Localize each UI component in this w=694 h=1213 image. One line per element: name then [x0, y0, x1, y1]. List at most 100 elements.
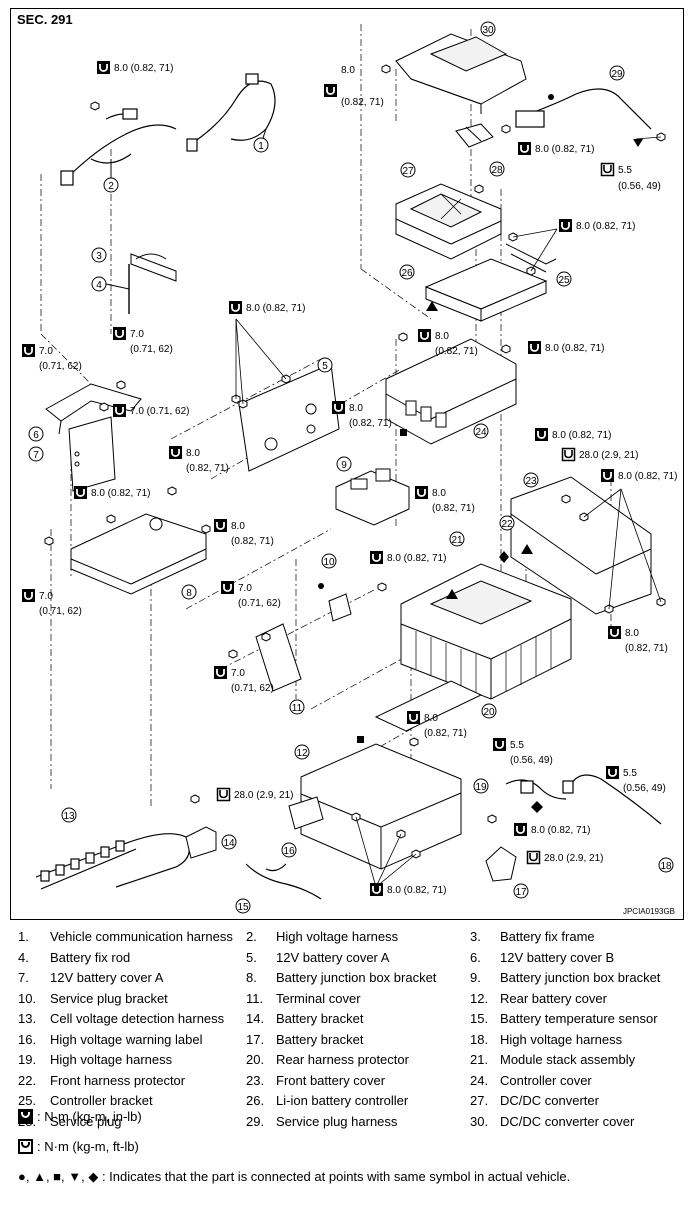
svg-text:5.5: 5.5: [510, 740, 524, 751]
part-number: 4.: [18, 949, 29, 965]
svg-text:8.0 (0.82, 71): 8.0 (0.82, 71): [618, 471, 677, 482]
part-callout-19: 19: [473, 778, 489, 794]
part-19-high-voltage-harness: [505, 779, 567, 800]
part-callout-23: 23: [523, 472, 539, 488]
svg-text:(0.82, 71): (0.82, 71): [424, 728, 467, 739]
svg-text:8.0 (0.82, 71): 8.0 (0.82, 71): [531, 825, 590, 836]
torque-callout: 8.0(0.82, 71): [168, 445, 229, 474]
legend-symbols-note: ●, ▲, ■, ▼, ◆ : Indicates that the part …: [18, 1169, 571, 1184]
svg-text:4: 4: [96, 280, 102, 291]
part-number: 18.: [470, 1031, 489, 1047]
svg-text:11: 11: [292, 703, 303, 714]
part-number: 25.: [18, 1093, 37, 1108]
part-number: 27.: [470, 1093, 489, 1108]
part-callout-9: 9: [336, 456, 352, 472]
svg-text:8.0: 8.0: [424, 713, 438, 724]
part-number: 8.: [246, 970, 257, 985]
part-number: 23.: [246, 1072, 265, 1088]
torque-callouts: 8.0 (0.82, 71) 8.0(0.82, 71) 8.0 (0.82, …: [21, 60, 677, 897]
svg-text:(0.71, 62): (0.71, 62): [130, 344, 173, 355]
part-callout-30: 30: [480, 21, 496, 37]
part-name: Service plug harness: [276, 1113, 398, 1129]
svg-text:5.5: 5.5: [618, 165, 632, 176]
part-callout-29: 29: [609, 65, 625, 81]
svg-text:8.0 (0.82, 71): 8.0 (0.82, 71): [552, 430, 611, 441]
part-29-service-plug-harness: [515, 88, 652, 130]
svg-text:(0.82, 71): (0.82, 71): [186, 463, 229, 474]
svg-text:9: 9: [341, 460, 347, 471]
figure-reference: JPCIA0193GB: [622, 907, 675, 916]
torque-callout: 8.0(0.82, 71): [323, 65, 384, 108]
part-11-terminal-cover: [255, 623, 302, 692]
part-name: Front harness protector: [50, 1072, 186, 1088]
part-callout-11: 11: [289, 699, 305, 715]
part-callout-25: 25: [556, 271, 572, 287]
part-24-controller-cover: [385, 338, 517, 445]
torque-callout: 8.0 (0.82, 71): [228, 300, 305, 315]
torque-callout: 8.0 (0.82, 71): [369, 882, 446, 897]
torque-callout: 7.0 (0.71, 62): [112, 326, 173, 355]
svg-text:15: 15: [237, 902, 249, 913]
part-number: 11.: [246, 990, 264, 1006]
part-1-vehicle-comm-harness: [186, 73, 276, 152]
legend-torque-ftlb: : N·m (kg-m, ft-lb): [18, 1139, 139, 1154]
part-26-liion-controller: [424, 258, 548, 322]
svg-text:(0.82, 71): (0.82, 71): [341, 97, 384, 108]
svg-text:8: 8: [186, 588, 192, 599]
part-7-12v-cover-a: [68, 416, 116, 492]
part-20-rear-harness-protector: [374, 680, 483, 732]
part-callout-5: 5: [317, 357, 333, 373]
part-number: 1.: [18, 929, 29, 944]
torque-callout: 28.0 (2.9, 21): [561, 447, 638, 462]
svg-text:8.0 (0.82, 71): 8.0 (0.82, 71): [91, 488, 150, 499]
svg-text:16: 16: [283, 846, 295, 857]
part-name: Li-ion battery controller: [276, 1093, 409, 1108]
torque-callout: 8.0 (0.82, 71): [600, 468, 677, 483]
bolts: [44, 64, 666, 859]
svg-text:(0.71, 62): (0.71, 62): [238, 598, 281, 609]
part-name: High voltage harness: [500, 1031, 623, 1047]
part-21-module-stack: [400, 563, 572, 700]
torque-callout: 5.5(0.56, 49): [492, 737, 553, 766]
torque-callout: 8.0 (0.82, 71): [558, 218, 635, 233]
svg-text:(0.82, 71): (0.82, 71): [231, 536, 274, 547]
connection-symbols: [318, 94, 643, 813]
part-name: High voltage harness: [276, 929, 399, 944]
part-name: 12V battery cover A: [276, 949, 390, 965]
part-3-battery-fix-frame: [130, 253, 177, 282]
svg-text:8.0 (0.82, 71): 8.0 (0.82, 71): [387, 553, 446, 564]
leader-lines: [235, 136, 662, 888]
svg-text:3: 3: [96, 251, 102, 262]
part-callout-16: 16: [281, 842, 297, 858]
diagram-frame: SEC. 291: [10, 8, 684, 920]
part-callout-27: 27: [400, 162, 416, 178]
svg-text:8.0 (0.82, 71): 8.0 (0.82, 71): [387, 885, 446, 896]
torque-callout: 7.0(0.71, 62): [213, 665, 274, 694]
part-callout-26: 26: [399, 264, 415, 280]
part-name: High voltage harness: [50, 1052, 173, 1067]
svg-text:14: 14: [223, 838, 235, 849]
part-17-battery-bracket: [485, 846, 517, 882]
svg-text:22: 22: [501, 519, 513, 530]
part-name: Service plug: [50, 1113, 122, 1129]
part-callout-17: 17: [513, 883, 529, 899]
part-number: 10.: [18, 990, 37, 1006]
part-number: 30.: [470, 1113, 489, 1129]
svg-text:24: 24: [475, 427, 487, 438]
part-8-junction-box-bracket: [70, 513, 207, 595]
svg-text:17: 17: [515, 887, 527, 898]
part-23-front-battery-cover: [510, 476, 652, 615]
part-callout-4: 4: [91, 276, 130, 292]
svg-text:8.0 (0.82, 71): 8.0 (0.82, 71): [114, 63, 173, 74]
svg-text:7.0: 7.0: [130, 329, 144, 340]
part-name: Battery junction box bracket: [276, 970, 437, 985]
part-number: 21.: [470, 1052, 489, 1067]
torque-callout: 7.0(0.71, 62): [220, 580, 281, 609]
part-name: Controller bracket: [50, 1093, 153, 1108]
exploded-view-diagram: 8.0 (0.82, 71) 8.0(0.82, 71) 8.0 (0.82, …: [21, 21, 677, 914]
svg-text:(0.71, 62): (0.71, 62): [231, 683, 274, 694]
part-6-12v-cover-b: [45, 383, 142, 435]
svg-text:21: 21: [451, 535, 463, 546]
svg-text:19: 19: [475, 782, 487, 793]
part-name: Battery fix rod: [50, 949, 131, 965]
